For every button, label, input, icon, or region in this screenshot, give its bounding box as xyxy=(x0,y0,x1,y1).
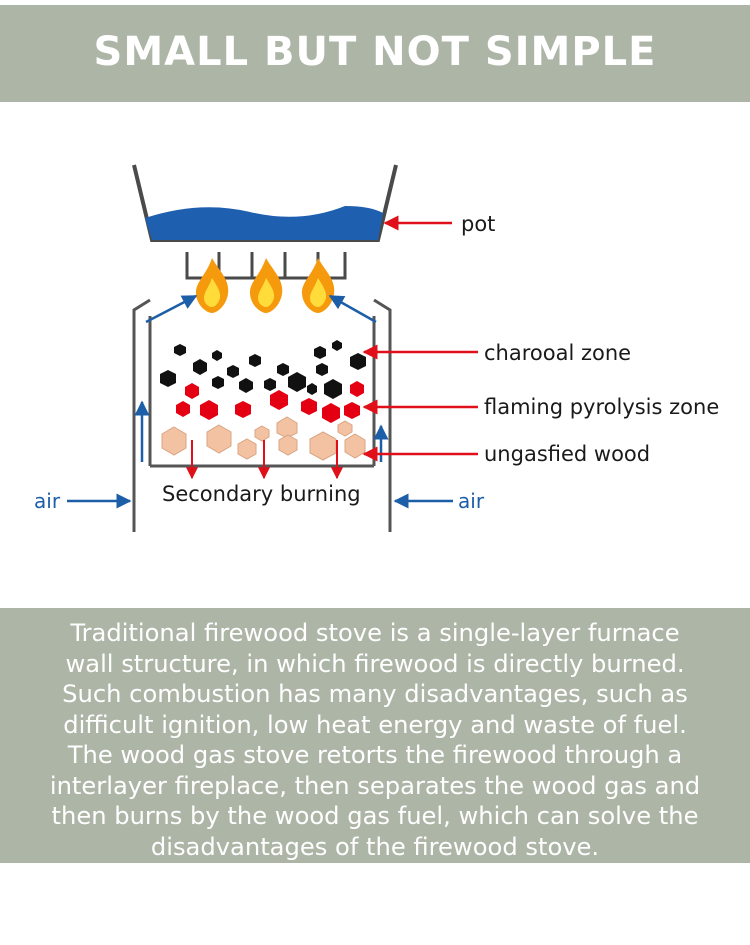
flaming-pyrolysis-zone-label: flaming pyrolysis zone xyxy=(484,395,719,419)
flaming-pyrolysis-pieces xyxy=(176,381,364,423)
ungasified-wood-pieces xyxy=(161,416,366,461)
description-text: Traditional firewood stove is a single-l… xyxy=(8,618,742,862)
outer-wall-right xyxy=(373,298,392,532)
description-line: Traditional firewood stove is a single-l… xyxy=(70,619,680,647)
air-right-label: air xyxy=(458,489,485,513)
charcoal-zone-label: charooal zone xyxy=(484,341,631,365)
description-line: wall structure, in which firewood is dir… xyxy=(65,649,685,678)
air-left-label: air xyxy=(34,489,61,513)
flame xyxy=(301,258,335,313)
stove-diagram-svg: pot charooal zone flaming pyrolysis zone… xyxy=(34,164,719,532)
title-banner: SMALL BUT NOT SIMPLE xyxy=(0,5,750,102)
callout-arrows xyxy=(362,215,478,462)
stove-diagram: pot charooal zone flaming pyrolysis zone… xyxy=(0,100,750,600)
outer-wall-left xyxy=(132,298,151,532)
air-flow-arrows xyxy=(67,294,453,509)
description-line: difficult ignition, low heat energy and … xyxy=(63,710,687,739)
pot-label: pot xyxy=(461,212,495,236)
pot xyxy=(132,164,398,242)
flames xyxy=(195,258,335,313)
charcoal-pieces xyxy=(160,340,366,399)
description-line: interlayer fireplace, then separates the… xyxy=(49,771,701,800)
flame xyxy=(195,258,229,313)
description-panel: Traditional firewood stove is a single-l… xyxy=(0,608,750,863)
flame xyxy=(249,258,283,313)
secondary-burning-arrows xyxy=(186,440,343,480)
description-line: disadvantages of the firewood stove. xyxy=(150,832,600,861)
description-line: Such combustion has many disadvantages, … xyxy=(62,680,688,708)
description-line: The wood gas stove retorts the firewood … xyxy=(67,741,683,769)
pot-water xyxy=(145,206,383,240)
page-title: SMALL BUT NOT SIMPLE xyxy=(93,29,657,75)
description-line: then burns by the wood gas fuel, which c… xyxy=(51,802,699,830)
secondary-burning-label: Secondary burning xyxy=(162,482,361,506)
ungasified-wood-label: ungasfied wood xyxy=(484,442,650,466)
